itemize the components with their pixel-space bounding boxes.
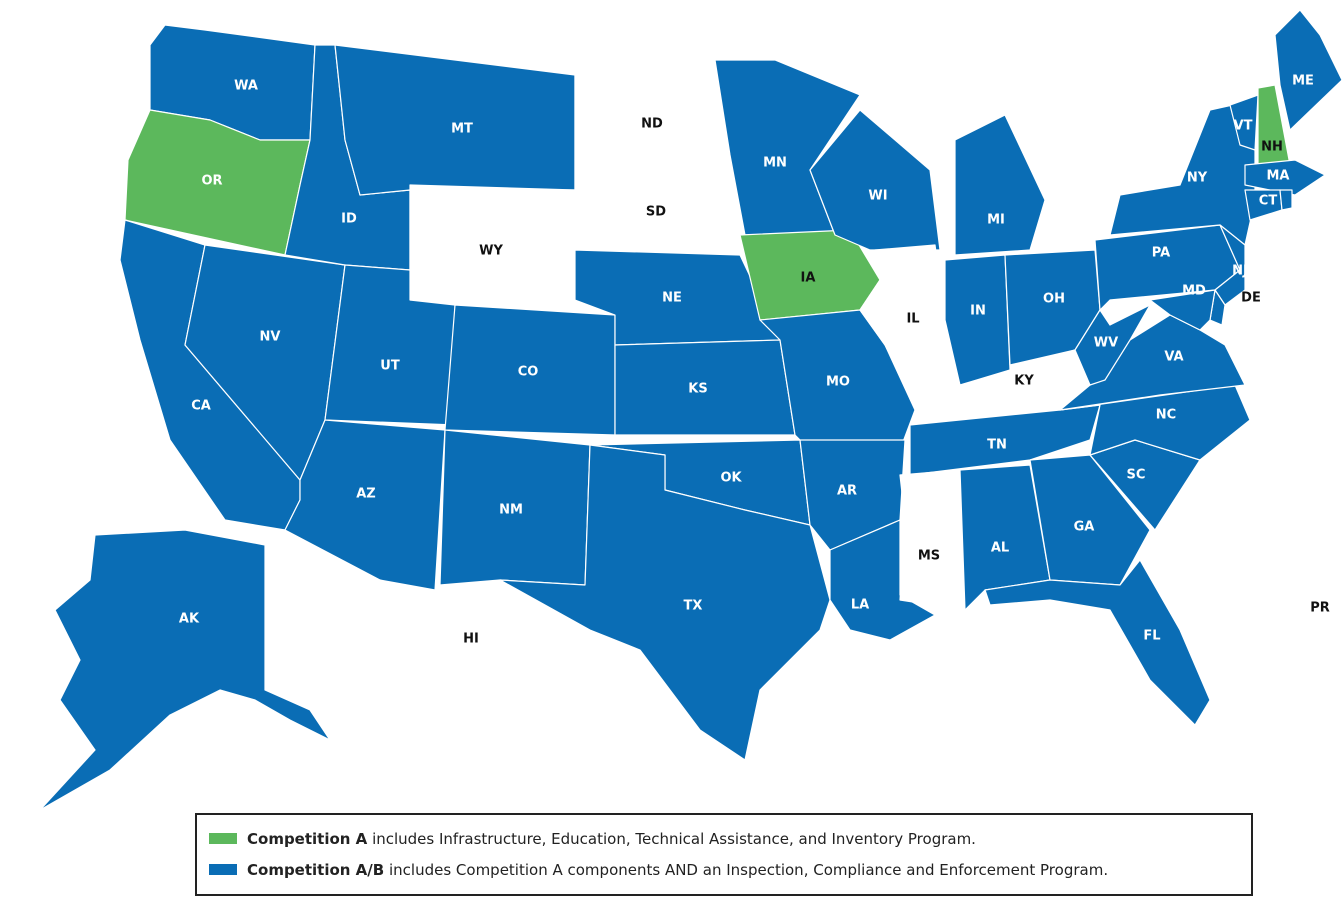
state-wy	[409, 184, 576, 301]
state-label-la: LA	[851, 598, 869, 613]
state-label-pr: PR	[1310, 601, 1330, 616]
state-in	[944, 254, 1011, 386]
state-label-wv: WV	[1094, 336, 1118, 351]
state-label-mn: MN	[763, 156, 787, 171]
state-label-al: AL	[991, 541, 1009, 556]
state-ga	[1029, 454, 1151, 586]
state-mi	[954, 114, 1046, 256]
state-ri	[1279, 189, 1293, 211]
state-label-md: MD	[1182, 284, 1206, 299]
state-label-me: ME	[1292, 74, 1314, 89]
state-label-sc: SC	[1127, 468, 1146, 483]
state-label-nh: NH	[1261, 140, 1283, 155]
state-label-ms: MS	[918, 549, 940, 564]
state-label-wa: WA	[234, 79, 258, 94]
state-wv	[1074, 304, 1151, 386]
state-label-ar: AR	[837, 484, 857, 499]
state-ak	[39, 529, 331, 811]
state-label-wi: WI	[868, 189, 887, 204]
state-mt	[334, 44, 576, 196]
state-label-nv: NV	[260, 330, 281, 345]
state-label-az: AZ	[356, 487, 376, 502]
state-fl	[984, 559, 1211, 726]
state-label-nd: ND	[641, 117, 663, 132]
state-label-mt: MT	[451, 122, 473, 137]
state-label-mo: MO	[826, 375, 850, 390]
state-label-ut: UT	[380, 359, 400, 374]
state-label-oh: OH	[1043, 292, 1065, 307]
legend-text-competition-ab: includes Competition A components AND an…	[384, 861, 1109, 879]
state-label-ak: AK	[179, 612, 200, 627]
state-ma	[1244, 159, 1326, 196]
state-label-ne: NE	[662, 291, 682, 306]
state-label-ga: GA	[1074, 520, 1095, 535]
legend-item-competition-ab: Competition A/B includes Competition A c…	[209, 861, 1108, 879]
state-md	[1149, 289, 1216, 331]
state-label-nj: NJ	[1232, 264, 1248, 279]
state-shapes	[39, 9, 1343, 811]
state-label-nm: NM	[499, 503, 523, 518]
state-label-de: DE	[1241, 291, 1261, 306]
state-label-mi: MI	[987, 213, 1005, 228]
state-vt	[1229, 94, 1259, 151]
state-label-co: CO	[518, 365, 539, 380]
state-hi	[351, 611, 521, 771]
state-label-ia: IA	[801, 271, 816, 286]
state-label-wy: WY	[479, 244, 503, 259]
state-la	[829, 519, 936, 641]
legend-swatch-competition-a	[209, 832, 237, 844]
state-label-va: VA	[1164, 350, 1183, 365]
state-label-ok: OK	[720, 471, 742, 486]
state-label-ri: RI	[1294, 201, 1309, 216]
state-label-nc: NC	[1156, 408, 1176, 423]
state-ms	[899, 469, 966, 611]
state-pr	[1289, 614, 1341, 637]
state-label-tx: TX	[684, 599, 703, 614]
state-label-ks: KS	[688, 382, 707, 397]
state-wi	[809, 109, 941, 251]
state-label-ky: KY	[1014, 374, 1034, 389]
legend-swatch-competition-ab	[209, 863, 237, 875]
state-label-in: IN	[970, 304, 986, 319]
state-label-pa: PA	[1152, 246, 1170, 261]
state-label-tn: TN	[987, 438, 1007, 453]
state-label-il: IL	[906, 312, 919, 327]
state-label-hi: HI	[463, 632, 479, 647]
map-legend: Competition A includes Infrastructure, E…	[195, 813, 1253, 896]
state-me	[1274, 9, 1343, 131]
state-label-vt: VT	[1234, 119, 1253, 134]
state-label-id: ID	[341, 212, 357, 227]
legend-text-competition-a: includes Infrastructure, Education, Tech…	[367, 830, 976, 848]
state-il	[859, 244, 946, 421]
state-label-ny: NY	[1187, 171, 1208, 186]
state-labels: WA OR CA NV ID MT WY UT AZ CO NM ND SD NE KS OK TX MN IA MO…	[179, 74, 1330, 647]
legend-title-competition-a: Competition A	[247, 830, 368, 848]
legend-title-competition-ab: Competition A/B	[247, 861, 385, 879]
state-label-ma: MA	[1267, 169, 1290, 184]
state-label-sd: SD	[646, 205, 666, 220]
state-label-or: OR	[201, 174, 222, 189]
state-label-ct: CT	[1259, 194, 1278, 209]
legend-item-competition-a: Competition A includes Infrastructure, E…	[209, 830, 976, 848]
state-label-ca: CA	[191, 399, 211, 414]
state-nc	[1059, 384, 1251, 461]
state-az	[284, 419, 446, 591]
state-label-fl: FL	[1143, 629, 1160, 644]
